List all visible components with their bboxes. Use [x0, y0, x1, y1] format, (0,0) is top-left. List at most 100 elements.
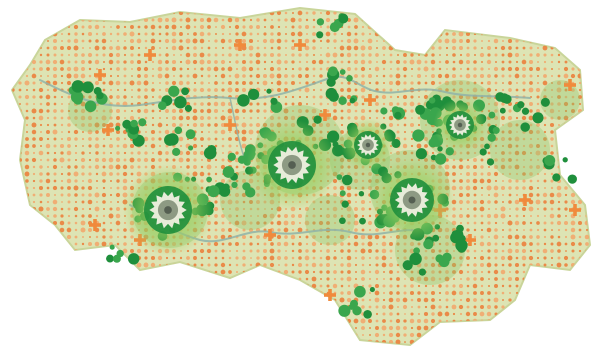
grid-dot — [536, 39, 540, 43]
cross-icon — [89, 219, 101, 231]
grid-dot — [242, 228, 246, 232]
grid-dot — [123, 32, 127, 36]
grid-dot — [390, 236, 392, 238]
grid-dot — [200, 312, 204, 316]
grid-dot — [558, 68, 560, 70]
grid-dot — [284, 291, 288, 295]
grid-dot — [137, 88, 141, 92]
grid-dot — [305, 4, 309, 8]
grid-dot — [502, 82, 504, 84]
grid-dot — [53, 116, 57, 120]
grid-dot — [495, 5, 497, 7]
grid-dot — [248, 227, 254, 233]
grid-dot — [263, 4, 266, 7]
grid-dot — [137, 333, 141, 337]
grid-dot — [60, 340, 64, 344]
grid-dot — [284, 67, 288, 71]
grid-dot — [74, 32, 78, 36]
grid-dot — [255, 290, 261, 296]
grid-dot — [292, 299, 294, 301]
grid-dot — [185, 150, 191, 156]
grid-dot — [192, 108, 198, 114]
grid-dot — [361, 32, 365, 36]
grid-dot — [123, 11, 127, 15]
grid-dot — [325, 311, 331, 317]
grid-dot — [284, 102, 288, 106]
grid-dot — [74, 256, 78, 260]
grid-dot — [143, 136, 149, 142]
grid-dot — [284, 319, 288, 323]
grid-dot — [228, 228, 232, 232]
grid-dot — [101, 10, 107, 16]
grid-dot — [242, 312, 246, 316]
grid-dot — [487, 39, 491, 43]
grid-dot — [395, 325, 401, 331]
grid-dot — [206, 17, 212, 23]
grid-dot — [515, 25, 519, 29]
grid-dot — [543, 235, 547, 239]
grid-dot — [234, 276, 240, 282]
grid-dot — [571, 284, 575, 288]
grid-dot — [38, 262, 44, 268]
grid-dot — [67, 193, 71, 197]
grid-dot — [194, 292, 196, 294]
grid-dot — [271, 19, 273, 21]
grid-dot — [494, 333, 498, 337]
grid-dot — [571, 4, 575, 8]
grid-dot — [102, 53, 106, 57]
grid-dot — [298, 326, 302, 330]
grid-dot — [361, 277, 365, 281]
grid-dot — [529, 158, 533, 162]
grid-dot — [325, 332, 331, 338]
grid-dot — [270, 60, 274, 64]
grid-dot — [129, 318, 135, 324]
grid-dot — [12, 319, 15, 323]
grid-dot — [249, 18, 253, 22]
grid-dot — [95, 4, 99, 8]
grid-dot — [543, 284, 547, 288]
grid-dot — [144, 25, 148, 29]
grid-dot — [423, 24, 429, 30]
grid-dot — [213, 101, 219, 107]
grid-dot — [179, 60, 183, 64]
grid-dot — [438, 305, 442, 309]
grid-dot — [109, 193, 113, 197]
grid-dot — [12, 81, 15, 85]
grid-dot — [53, 312, 57, 316]
grid-dot — [80, 115, 86, 121]
grid-dot — [291, 263, 295, 267]
grid-dot — [403, 46, 407, 50]
grid-dot — [60, 46, 64, 50]
grid-dot — [340, 123, 344, 127]
grid-dot — [25, 270, 29, 274]
grid-dot — [473, 53, 477, 57]
grid-dot — [171, 38, 177, 44]
grid-dot — [31, 122, 37, 128]
grid-dot — [32, 11, 36, 15]
grid-dot — [276, 80, 282, 86]
grid-dot — [451, 332, 457, 338]
grid-dot — [452, 214, 456, 218]
grid-dot — [333, 109, 337, 113]
grid-dot — [221, 284, 225, 288]
grid-dot — [458, 269, 464, 275]
grid-dot — [193, 67, 197, 71]
grid-dot — [417, 284, 421, 288]
grid-dot — [94, 311, 100, 317]
grid-dot — [543, 74, 547, 78]
grid-dot — [564, 137, 568, 141]
grid-dot — [339, 45, 345, 51]
grid-dot — [12, 221, 15, 225]
grid-dot — [150, 325, 156, 331]
grid-dot — [40, 75, 42, 77]
grid-dot — [32, 137, 36, 141]
grid-dot — [221, 228, 225, 232]
grid-dot — [514, 150, 520, 156]
grid-dot — [60, 214, 64, 218]
grid-dot — [501, 25, 505, 29]
grid-dot — [123, 151, 127, 155]
grid-dot — [592, 263, 596, 267]
grid-dot — [67, 95, 71, 99]
grid-dot — [123, 291, 127, 295]
grid-dot — [150, 262, 156, 268]
